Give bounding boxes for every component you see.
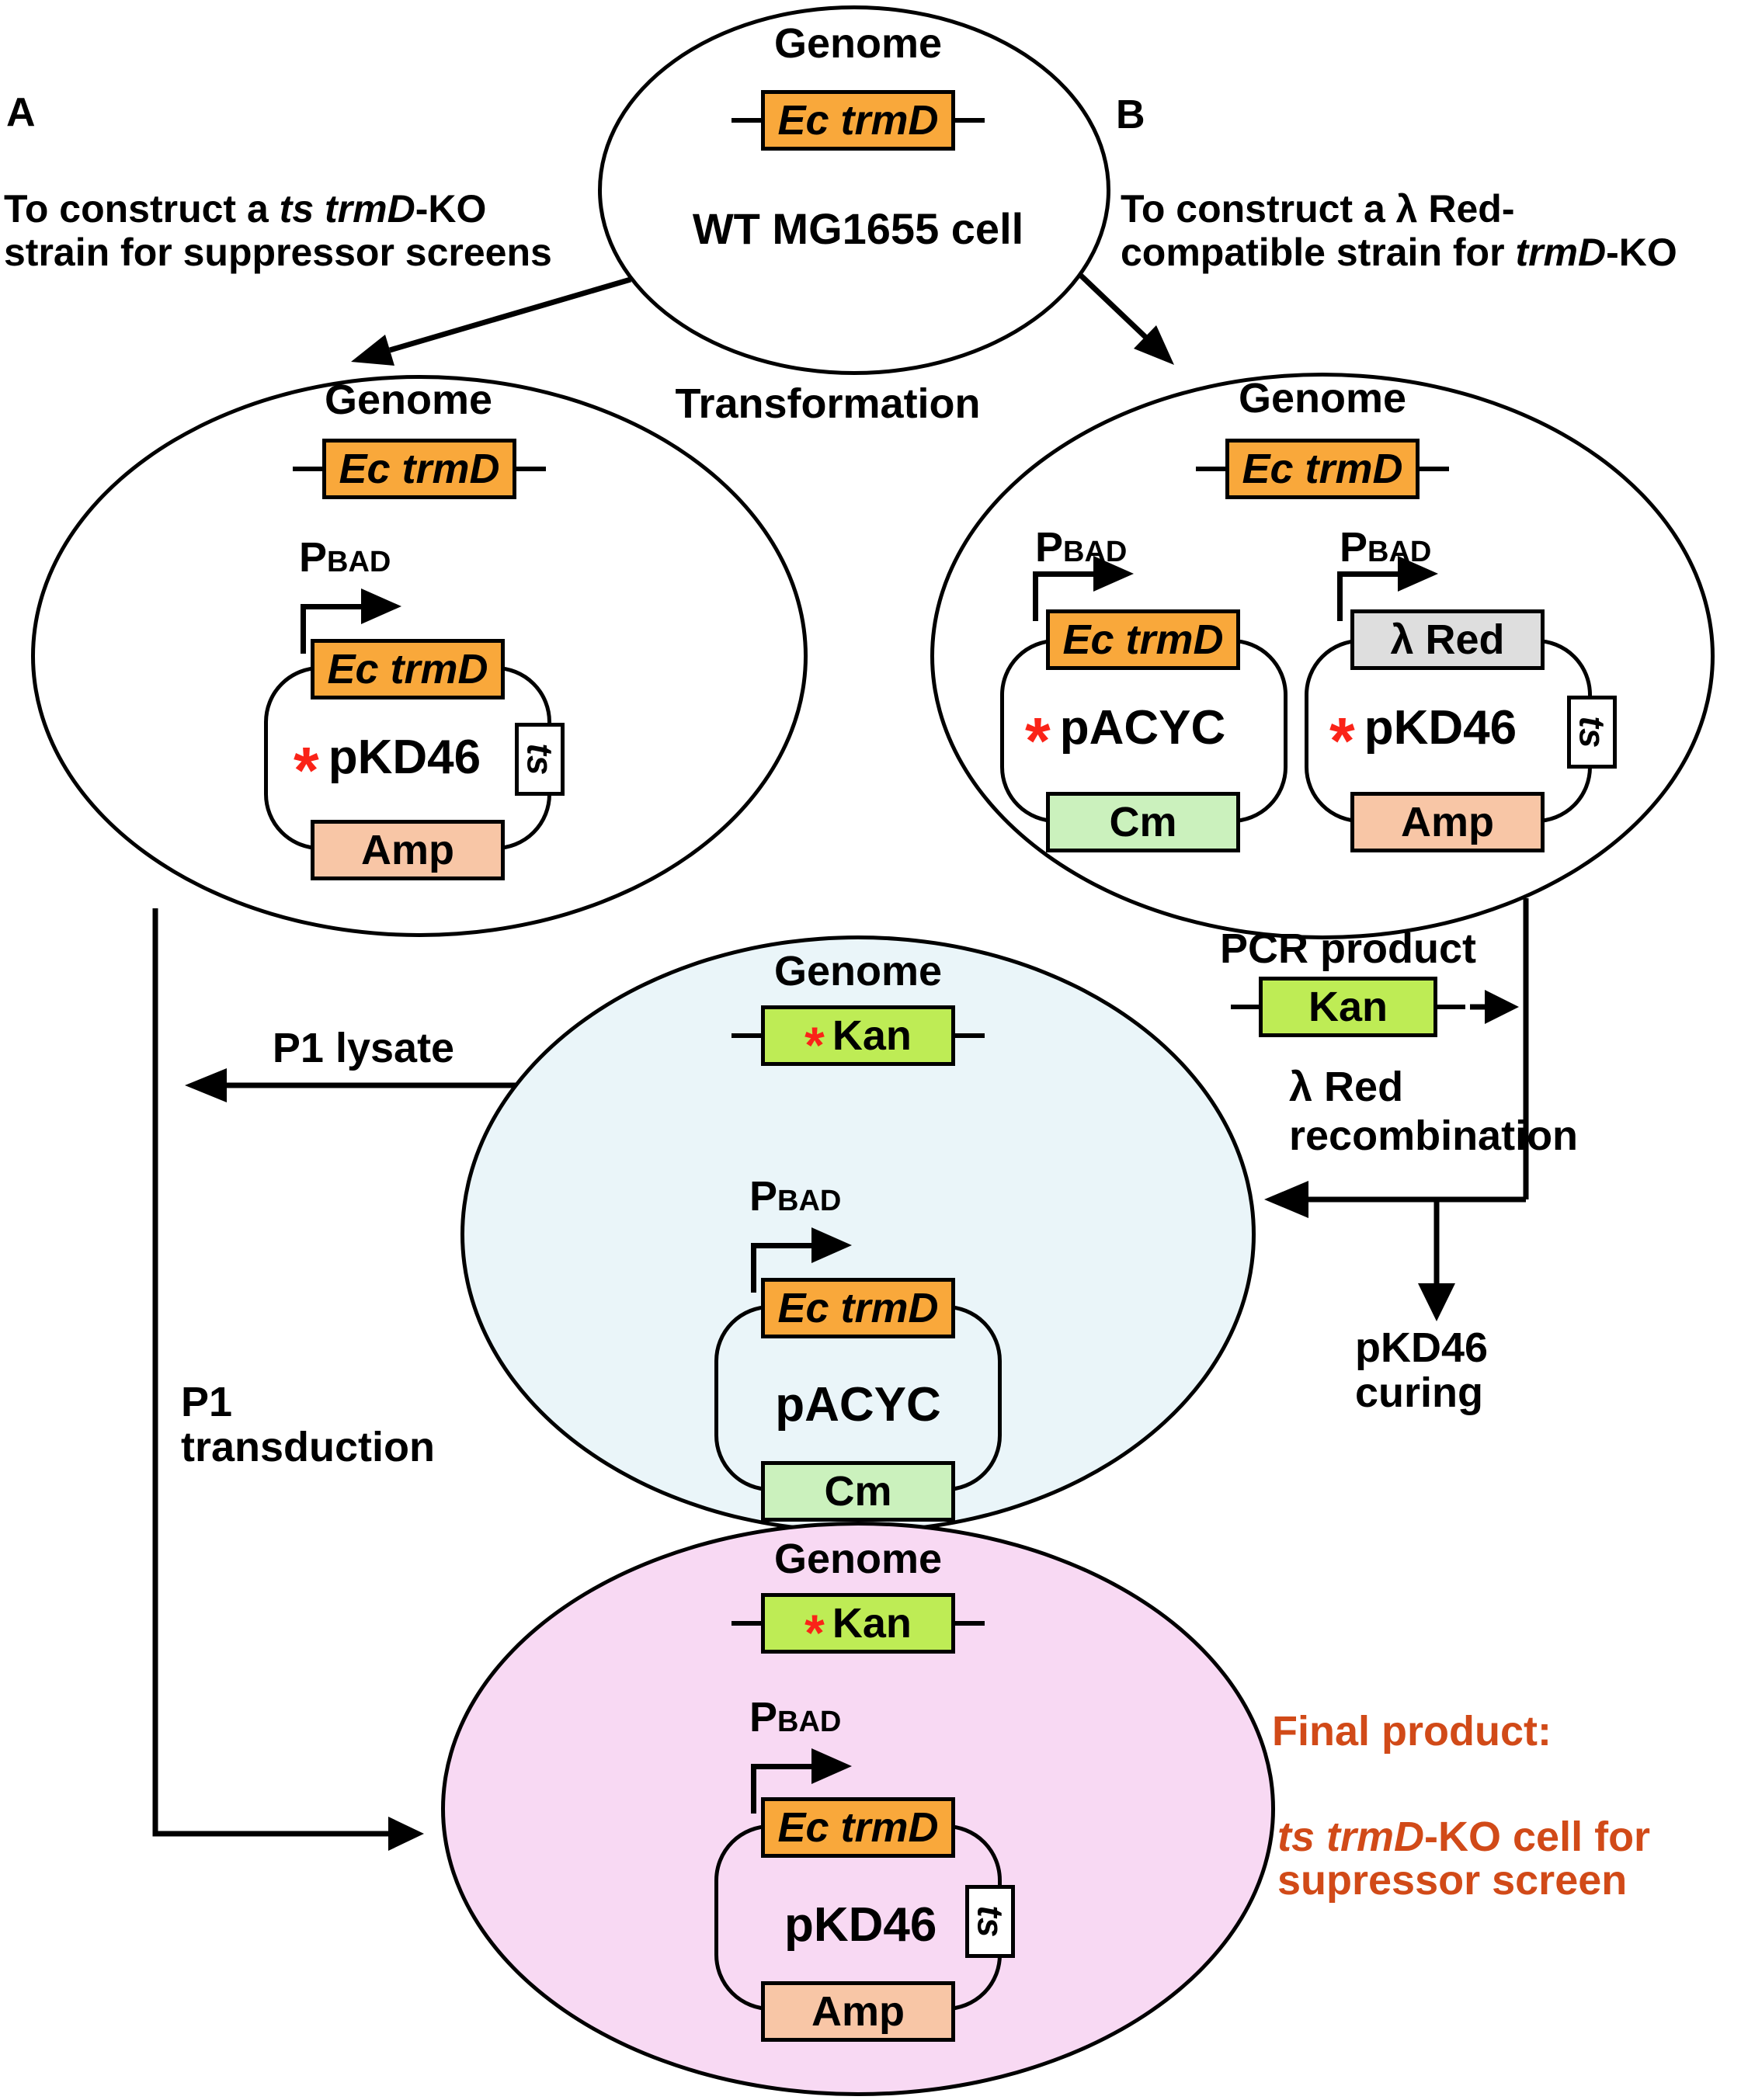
arrow-to-cell-b bbox=[1079, 273, 1148, 339]
genome-line-left bbox=[731, 118, 761, 123]
kan-gene-box: * Kan bbox=[761, 1593, 955, 1658]
genome-line-right bbox=[955, 1033, 985, 1038]
gene-box-ec-trmd: Ec trmD bbox=[322, 439, 516, 499]
panel-a-title-line1: To construct a ts trmD-KO bbox=[4, 187, 487, 231]
gene-box-ec-trmd: Ec trmD bbox=[1225, 439, 1420, 499]
pbad-label: PBAD bbox=[749, 1694, 842, 1741]
p1-transduction-line2: transduction bbox=[181, 1424, 436, 1470]
pbad-label: PBAD bbox=[299, 534, 391, 581]
gene-box-ec-trmd: Ec trmD bbox=[761, 90, 955, 151]
arrowhead-pkd46-curing bbox=[1418, 1283, 1455, 1321]
plasmid-gene-ec-trmd: Ec trmD bbox=[761, 1797, 955, 1858]
pkd46-curing-line2: curing bbox=[1355, 1369, 1484, 1416]
panel-b-label: B bbox=[1116, 92, 1145, 137]
ts-box: ts bbox=[515, 723, 565, 796]
genome-line-right bbox=[516, 467, 546, 471]
panel-b-title-line2: compatible strain for trmD-KO bbox=[1121, 231, 1677, 274]
genome-line-left bbox=[1231, 1005, 1259, 1009]
final-product-heading: Final product: bbox=[1272, 1708, 1552, 1755]
genome-line-left bbox=[731, 1033, 761, 1038]
plasmid-name-pacyc: * pACYC bbox=[1025, 701, 1226, 777]
genome-line-right bbox=[955, 1621, 985, 1626]
wt-genome-label: Genome bbox=[773, 20, 943, 67]
wt-cell-name: WT MG1655 cell bbox=[692, 204, 1024, 253]
arrowhead-to-cell-b bbox=[1134, 325, 1174, 365]
promoter-arrow-icon bbox=[1033, 556, 1134, 621]
arrowhead-pcr-product bbox=[1485, 990, 1519, 1024]
mid-genome-label: Genome bbox=[773, 948, 943, 994]
arrowhead-p1-transduction bbox=[388, 1817, 424, 1851]
ts-box: ts bbox=[965, 1885, 1015, 1958]
plasmid-name-pacyc: pACYC bbox=[775, 1378, 941, 1432]
arrow-to-cell-a bbox=[389, 276, 631, 353]
lambda-recombination-line2: recombination bbox=[1289, 1112, 1579, 1159]
kan-gene-box: Kan bbox=[1259, 977, 1437, 1037]
final-product-line1: ts trmD-KO cell for bbox=[1277, 1814, 1651, 1860]
wt-genome-construct: Ec trmD bbox=[731, 90, 985, 151]
arrowhead-to-cell-a bbox=[351, 335, 394, 366]
p1-lysate-label: P1 lysate bbox=[272, 1025, 455, 1071]
genome-line-right bbox=[955, 118, 985, 123]
pbad-label: PBAD bbox=[1340, 524, 1432, 571]
arrowhead-p1-lysate bbox=[185, 1068, 227, 1102]
amp-marker-box: Amp bbox=[1350, 792, 1545, 852]
cm-marker-box: Cm bbox=[1046, 792, 1240, 852]
kan-gene-box: * Kan bbox=[761, 1005, 955, 1071]
cell-a-genome-construct: Ec trmD bbox=[293, 439, 546, 499]
amp-marker-box: Amp bbox=[761, 1981, 955, 2042]
plasmid-name-pkd46: * pKD46 bbox=[1329, 701, 1517, 777]
cell-b-genome-construct: Ec trmD bbox=[1196, 439, 1449, 499]
pbad-label: PBAD bbox=[749, 1173, 842, 1220]
panel-a-label: A bbox=[6, 90, 36, 135]
promoter-arrow-icon bbox=[751, 1227, 852, 1293]
promoter-arrow-icon bbox=[301, 588, 401, 654]
transformation-label: Transformation bbox=[675, 380, 981, 427]
final-genome-label: Genome bbox=[773, 1536, 943, 1582]
arrowhead-lambda-recombination bbox=[1264, 1181, 1308, 1218]
genome-line-left bbox=[1196, 467, 1225, 471]
final-product-line2: supressor screen bbox=[1277, 1857, 1628, 1904]
panel-a-title-line2: strain for suppressor screens bbox=[4, 231, 552, 274]
plasmid-gene-ec-trmd: Ec trmD bbox=[311, 639, 505, 699]
genome-line-left bbox=[293, 467, 322, 471]
p1-transduction-line1: P1 bbox=[181, 1379, 233, 1425]
genome-line-right bbox=[1437, 1005, 1465, 1009]
plasmid-gene-ec-trmd: Ec trmD bbox=[1046, 609, 1240, 670]
cell-b-genome-label: Genome bbox=[1238, 375, 1407, 422]
cm-marker-box: Cm bbox=[761, 1461, 955, 1522]
panel-b-title-line1: To construct a λ Red- bbox=[1121, 187, 1515, 231]
cell-wt-mg1655 bbox=[598, 5, 1110, 375]
amp-marker-box: Amp bbox=[311, 820, 505, 880]
cell-a-genome-label: Genome bbox=[324, 377, 493, 423]
plasmid-name-pkd46: * pKD46 bbox=[294, 731, 481, 807]
pkd46-curing-line1: pKD46 bbox=[1355, 1324, 1489, 1371]
lambda-recombination-line1: λ Red bbox=[1289, 1064, 1404, 1110]
final-kan-construct: * Kan bbox=[731, 1593, 985, 1658]
pcr-product-label: PCR product bbox=[1220, 925, 1476, 972]
mid-kan-construct: * Kan bbox=[731, 1005, 985, 1071]
genome-line-right bbox=[1420, 467, 1449, 471]
plasmid-gene-ec-trmd: Ec trmD bbox=[761, 1278, 955, 1338]
genome-line-left bbox=[731, 1621, 761, 1626]
ts-box: ts bbox=[1567, 696, 1617, 769]
lambda-red-gene-box: λ Red bbox=[1350, 609, 1545, 670]
promoter-arrow-icon bbox=[751, 1748, 852, 1814]
pcr-kan-construct: Kan bbox=[1231, 977, 1465, 1037]
promoter-arrow-icon bbox=[1337, 556, 1438, 621]
plasmid-name-pkd46: pKD46 bbox=[784, 1898, 937, 1952]
